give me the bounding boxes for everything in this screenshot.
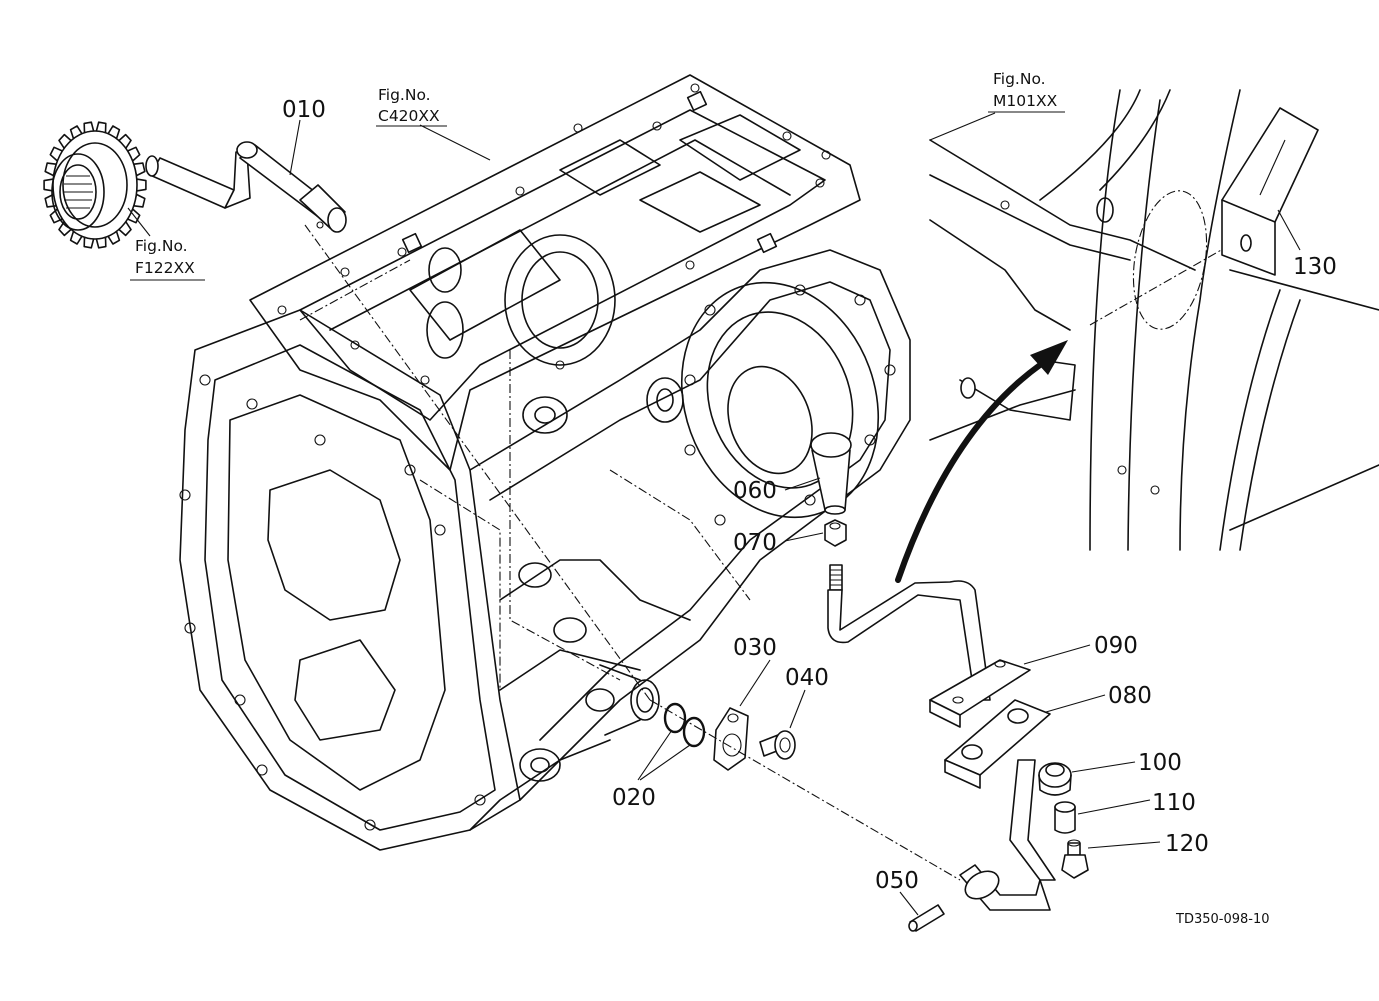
shift-lever-assembly — [304, 224, 1089, 932]
figure-references: Fig.No. C420XX Fig.No. F122XX Fig.No. M1… — [130, 70, 1065, 281]
part-number-110: 110 — [1152, 790, 1196, 816]
part-number-020: 020 — [612, 785, 656, 811]
fig-ref-label: Fig.No. — [378, 86, 431, 104]
part-number-050: 050 — [875, 868, 919, 894]
leader-lines — [127, 112, 1301, 916]
part-number-120: 120 — [1165, 831, 1209, 857]
gear-f122xx — [43, 121, 147, 249]
fig-ref-label: Fig.No. — [135, 237, 188, 255]
part-number-080: 080 — [1108, 683, 1152, 709]
shift-shaft-010 — [145, 141, 347, 233]
transmission-case — [179, 74, 911, 851]
part-number-040: 040 — [785, 665, 829, 691]
part-number-070: 070 — [733, 530, 777, 556]
part-number-030: 030 — [733, 635, 777, 661]
part-number-060: 060 — [733, 478, 777, 504]
fender-inset-m101xx — [895, 89, 1379, 583]
part-number-010: 010 — [282, 97, 326, 123]
part-number-090: 090 — [1094, 633, 1138, 659]
fig-ref-number: M101XX — [993, 92, 1058, 110]
fig-ref-label: Fig.No. — [993, 70, 1046, 88]
gear-tooth — [135, 178, 147, 192]
part-numbers: 010 020 030 040 050 060 070 080 090 100 … — [282, 97, 1337, 894]
drawing-code: TD350-098-10 — [1175, 912, 1270, 927]
fig-ref-number: C420XX — [378, 107, 440, 125]
fig-ref-number: F122XX — [135, 259, 195, 277]
part-number-130: 130 — [1293, 254, 1337, 280]
part-number-100: 100 — [1138, 750, 1182, 776]
